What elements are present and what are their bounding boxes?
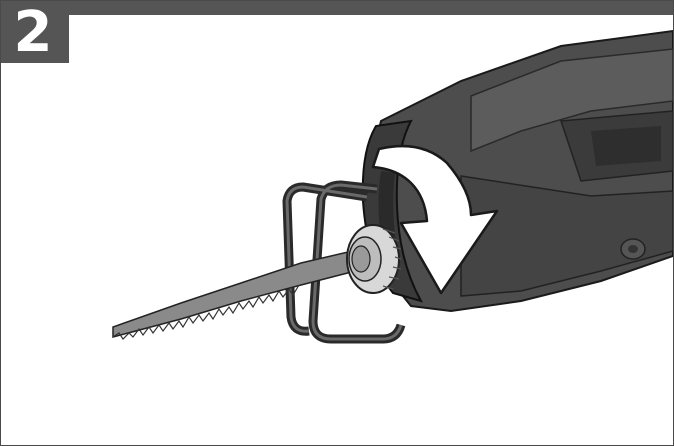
saw-blade	[112, 248, 364, 340]
header-band	[1, 1, 673, 15]
rotate-collar-down-arrow	[371, 144, 499, 295]
blade-clamp-collar	[346, 224, 402, 294]
step-number: 2	[13, 0, 53, 65]
saw-body	[361, 29, 673, 313]
step-number-box: 2	[1, 1, 69, 63]
